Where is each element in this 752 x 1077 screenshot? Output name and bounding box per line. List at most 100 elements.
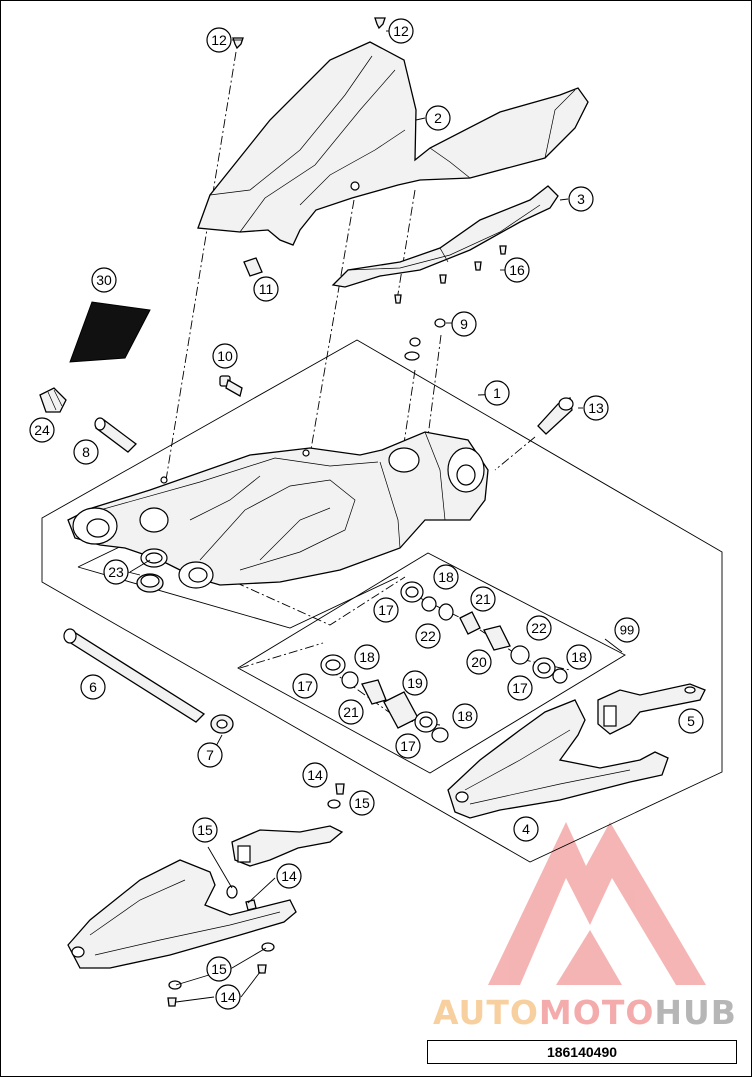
swingarm-part-1	[67, 431, 489, 589]
bracket-part-5	[597, 683, 706, 735]
callout-13: 13	[583, 395, 609, 421]
chain-slider-part-4	[447, 699, 669, 819]
callout-label: 6	[89, 679, 97, 695]
callout-22: 22	[415, 623, 441, 649]
callout-label: 24	[34, 422, 50, 438]
watermark-hub: HUB	[654, 993, 737, 1032]
callout-label: 18	[457, 708, 473, 724]
callout-label: 4	[522, 821, 530, 837]
callout-label: 22	[531, 620, 547, 636]
callout-21: 21	[338, 699, 364, 725]
callout-30: 30	[91, 267, 117, 293]
callout-99: 99	[614, 617, 640, 643]
nut-part-7	[210, 714, 234, 734]
callout-4: 4	[513, 816, 539, 842]
chain-guard-part-3	[331, 185, 559, 288]
callout-14: 14	[302, 762, 328, 788]
callout-label: 21	[475, 591, 491, 607]
watermark-text: AUTOMOTOHUB	[424, 993, 746, 1032]
callout-label: 7	[206, 747, 214, 763]
callout-8: 8	[73, 439, 99, 465]
callout-19: 19	[402, 670, 428, 696]
callout-15: 15	[206, 956, 232, 982]
callout-label: 18	[438, 569, 454, 585]
lower-chain-slider	[67, 825, 344, 969]
callout-label: 17	[512, 680, 528, 696]
callout-label: 15	[197, 822, 213, 838]
callout-17: 17	[395, 733, 421, 759]
callout-label: 16	[509, 262, 525, 278]
callout-18: 18	[354, 644, 380, 670]
callout-label: 20	[471, 654, 487, 670]
screw-part-12	[232, 17, 386, 50]
screws-part-16	[394, 245, 507, 304]
callout-label: 2	[434, 110, 442, 126]
callout-label: 17	[400, 738, 416, 754]
watermark-moto: MOTO	[538, 993, 655, 1032]
watermark-logo-icon	[488, 822, 706, 985]
callout-17: 17	[507, 675, 533, 701]
callout-16: 16	[504, 257, 530, 283]
callout-label: 3	[577, 191, 585, 207]
callout-label: 14	[307, 767, 323, 783]
callouts: 12 12 2 3 16 30 11 9 10 1 13 24 8 23 18 …	[29, 18, 704, 1010]
callout-label: 17	[297, 678, 313, 694]
pivot-bolt-part-10	[219, 375, 243, 397]
callout-label: 9	[460, 316, 468, 332]
callout-22: 22	[526, 615, 552, 641]
reference-number-box: 186140490	[427, 1040, 737, 1064]
callout-10: 10	[212, 343, 238, 369]
callout-label: 23	[108, 564, 124, 580]
bearing-kit-parts	[320, 581, 568, 743]
callout-15: 15	[349, 790, 375, 816]
callout-11: 11	[253, 276, 279, 302]
callout-label: 18	[359, 649, 375, 665]
callout-label: 15	[354, 795, 370, 811]
decal-part-30	[69, 301, 151, 363]
callout-5: 5	[678, 708, 704, 734]
callout-18: 18	[452, 703, 478, 729]
watermark-auto: AUTO	[433, 993, 539, 1032]
assembly-frame-1	[41, 339, 723, 863]
callout-label: 14	[281, 868, 297, 884]
callout-label: 15	[211, 961, 227, 977]
callout-9: 9	[451, 311, 477, 337]
callout-label: 10	[217, 348, 233, 364]
callout-label: 14	[220, 989, 236, 1005]
callout-18: 18	[433, 564, 459, 590]
callout-label: 13	[588, 400, 604, 416]
callout-label: 18	[571, 649, 587, 665]
callout-14: 14	[276, 863, 302, 889]
bolt-part-13	[537, 397, 574, 435]
callout-12: 12	[388, 18, 414, 44]
callout-20: 20	[466, 649, 492, 675]
callout-label: 8	[82, 444, 90, 460]
nut-part-9	[404, 318, 446, 361]
sleeve-part-8	[94, 417, 137, 453]
callout-24: 24	[29, 417, 55, 443]
callout-12: 12	[206, 27, 232, 53]
rubber-block-part-11	[243, 257, 263, 277]
callout-1: 1	[484, 380, 510, 406]
reference-number: 186140490	[546, 1044, 618, 1060]
callout-17: 17	[292, 673, 318, 699]
callout-6: 6	[80, 674, 106, 700]
callout-label: 11	[259, 281, 274, 297]
seal-part-23	[136, 548, 168, 593]
callout-7: 7	[197, 742, 223, 768]
callout-21: 21	[470, 586, 496, 612]
callout-label: 19	[407, 675, 423, 691]
callout-label: 5	[687, 713, 695, 729]
callout-label: 12	[211, 32, 227, 48]
callout-label: 21	[343, 704, 359, 720]
callout-3: 3	[568, 186, 594, 212]
callout-label: 30	[96, 272, 112, 288]
callout-23: 23	[103, 559, 129, 585]
axle-part-6	[63, 628, 206, 723]
callout-label: 99	[620, 623, 634, 638]
plug-part-24	[39, 387, 67, 413]
callout-15: 15	[192, 817, 218, 843]
callout-label: 22	[420, 628, 436, 644]
rear-fender-part-2	[197, 41, 589, 246]
